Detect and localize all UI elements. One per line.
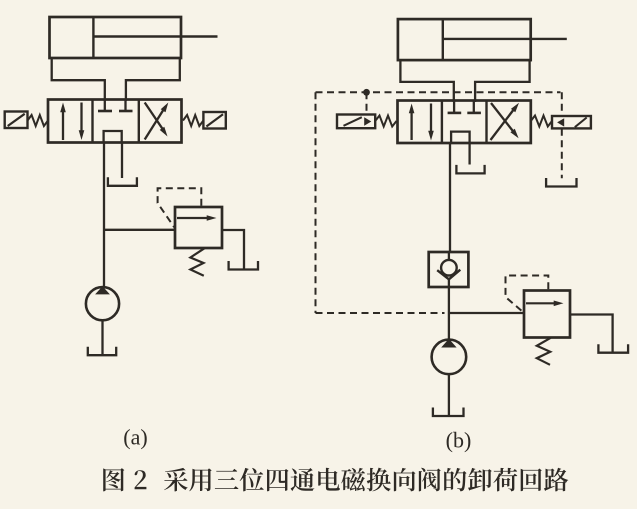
svg-text:(a): (a) xyxy=(123,425,147,450)
svg-text:(b): (b) xyxy=(446,428,472,453)
